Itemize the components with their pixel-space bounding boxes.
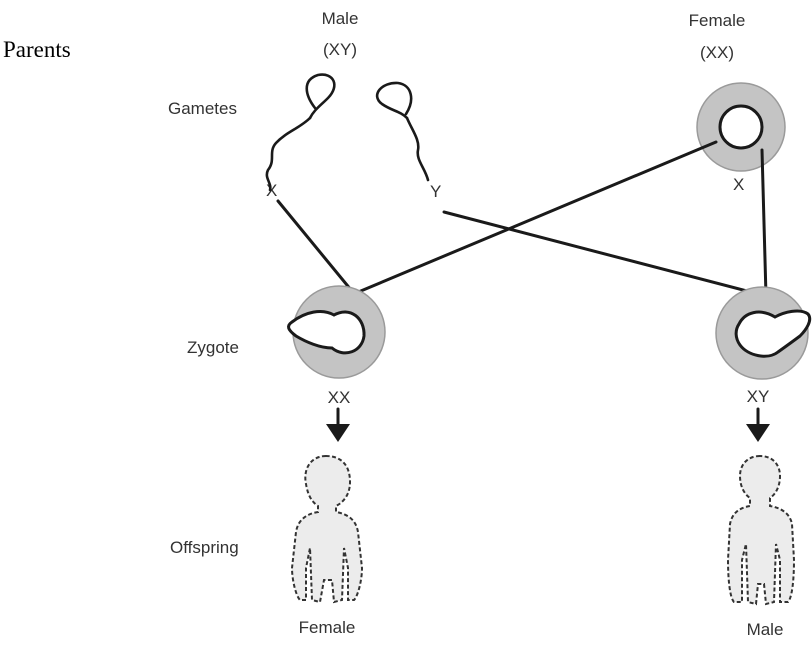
fertilization-lines (276, 140, 768, 298)
arrow-left-icon (326, 407, 350, 442)
offspring-male-label: Male (747, 620, 784, 639)
female-figure-icon (290, 454, 364, 604)
sperm-x-icon (265, 73, 336, 192)
egg-icon (696, 82, 786, 172)
gametes-label: Gametes (168, 99, 237, 118)
zygote-label: Zygote (187, 338, 239, 357)
sperm-y-label: Y (430, 182, 441, 201)
female-karyotype-label: (XX) (700, 43, 734, 62)
zygote-xy-icon (715, 286, 812, 380)
arrow-right-icon (746, 407, 770, 442)
zygote-xx-label: XX (328, 388, 351, 407)
offspring-label: Offspring (170, 538, 239, 557)
zygote-xx-icon (287, 285, 386, 379)
egg-x-label: X (733, 175, 744, 194)
zygote-xy-label: XY (747, 387, 770, 406)
sperm-y-icon (375, 81, 430, 182)
male-karyotype-label: (XY) (323, 40, 357, 59)
parents-label: Parents (3, 37, 71, 62)
female-parent-label: Female (689, 11, 746, 30)
offspring-female-label: Female (299, 618, 356, 637)
male-figure-icon (726, 454, 796, 606)
sperm-x-label: X (266, 181, 277, 200)
male-parent-label: Male (322, 9, 359, 28)
